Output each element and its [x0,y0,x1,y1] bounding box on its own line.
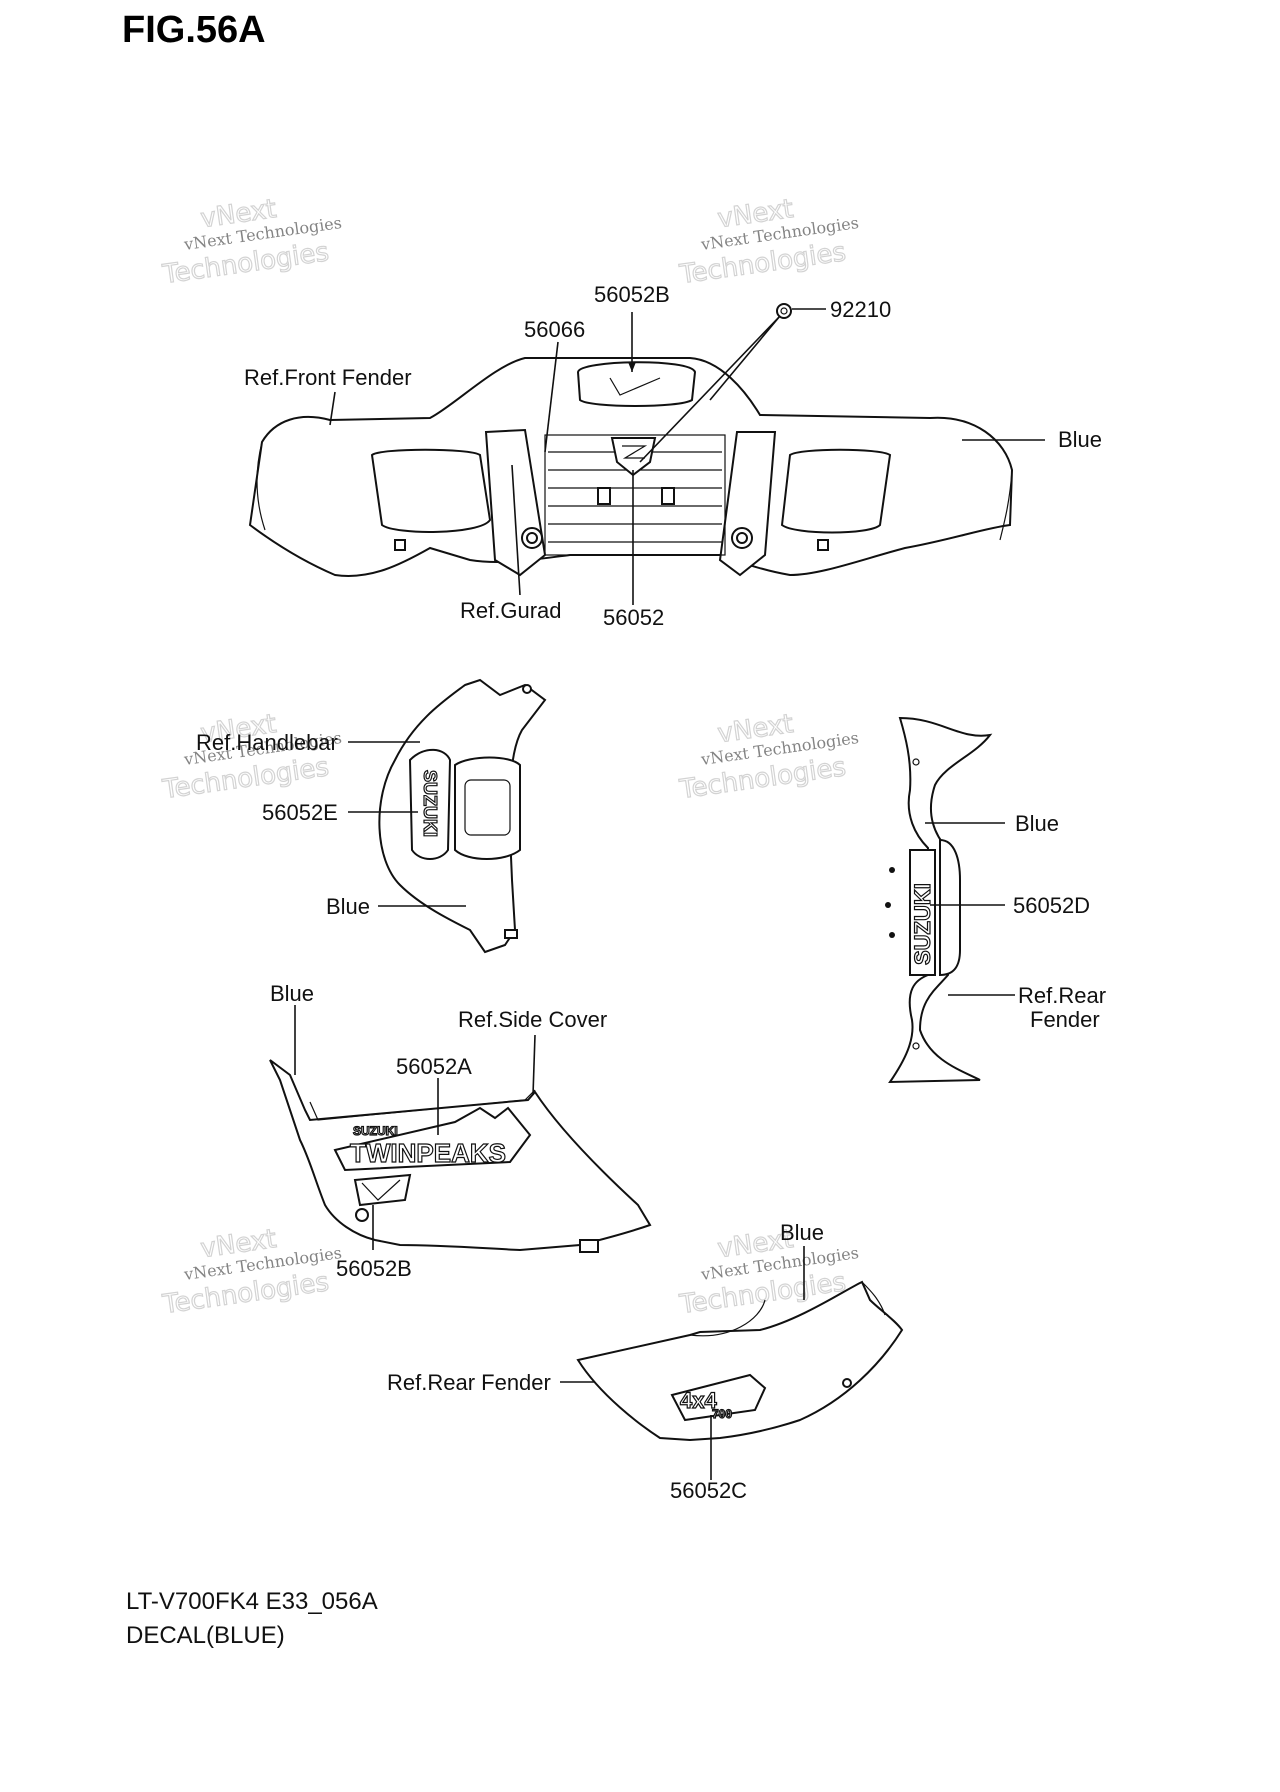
left-headlamp [370,448,492,533]
four-by-four-text: 4x4 [680,1388,717,1413]
twinpeaks-decal [333,1106,532,1172]
front-fender-assembly: 56052B 92210 56066 Ref.Front Fender Blue… [244,282,1102,630]
rear-fender-assembly: 4x4 700 Blue Ref.Rear Fender 56052C [387,1220,904,1503]
handlebar-cover-assembly: SUZUKI Ref.Handlebar 56052E Blue [196,678,547,954]
vtwin-small-icon [361,1179,401,1201]
suzuki-s-icon [622,445,648,459]
callout-56052C: 56052C [670,1478,747,1503]
callout-56052E: 56052E [262,800,338,825]
callout-ref-handlebar: Ref.Handlebar [196,730,338,755]
side-cover-assembly: TWINPEAKS SUZUKI Blue Ref.Side Cover 560… [269,981,652,1281]
callout-56052D: 56052D [1013,893,1090,918]
twinpeaks-text: TWINPEAKS [350,1138,506,1168]
callout-56052B: 56052B [594,282,670,307]
callout-blue-side-cover: Blue [270,981,314,1006]
watermark: vNext vNext Technologies Technologies [160,708,343,805]
callout-ref-side-cover: Ref.Side Cover [458,1007,607,1032]
watermark: vNext vNext Technologies Technologies [160,193,343,290]
callout-ref-rear-fender-1a: Ref.Rear [1018,983,1106,1008]
watermark: vNext vNext Technologies Technologies [677,708,860,805]
callout-92210: 92210 [830,297,891,322]
model-code: LT-V700FK4 E33_056A [126,1588,378,1615]
callout-ref-rear-fender-2: Ref.Rear Fender [387,1370,551,1395]
callout-ref-gurad: Ref.Gurad [460,598,562,623]
watermark: vNext vNext Technologies Technologies [160,1223,343,1320]
callout-blue-rear-side: Blue [1015,811,1059,836]
v700-text: 700 [712,1407,732,1421]
clip-92210 [776,303,792,319]
rear-fender-side-assembly: SUZUKI Blue 56052D Ref.Rear Fender [885,716,1106,1084]
suzuki-s-badge [610,437,657,477]
suzuki-d-decal-plate [909,849,936,976]
callout-blue-front: Blue [1058,427,1102,452]
meter-window [454,756,521,860]
grille [544,434,726,556]
vtwin-decal-plate [576,361,697,407]
callout-56066: 56066 [524,317,585,342]
suzuki-e-decal [408,748,452,860]
suzuki-d-text: SUZUKI [910,883,935,965]
diagram-caption: DECAL(BLUE) [126,1622,285,1649]
four-by-four-decal [670,1373,767,1422]
callout-56052: 56052 [603,605,664,630]
vtwin-logo [609,377,661,396]
suzuki-small-text: SUZUKI [353,1124,398,1138]
callout-blue-handlebar: Blue [326,894,370,919]
right-headlamp [780,448,892,534]
callout-blue-rear: Blue [780,1220,824,1245]
callout-ref-rear-fender-1b: Fender [1030,1007,1100,1032]
suzuki-d-decal-edge [939,838,961,977]
rear-fender-body [576,1280,904,1442]
callout-56052B-bottom: 56052B [336,1256,412,1281]
vtwin-small-decal [353,1173,412,1207]
callout-ref-front-fender: Ref.Front Fender [244,365,412,390]
figure-title: FIG.56A [122,9,266,51]
callout-56052A: 56052A [396,1054,472,1079]
watermark: vNext vNext Technologies Technologies [677,193,860,290]
suzuki-e-text: SUZUKI [420,770,440,837]
